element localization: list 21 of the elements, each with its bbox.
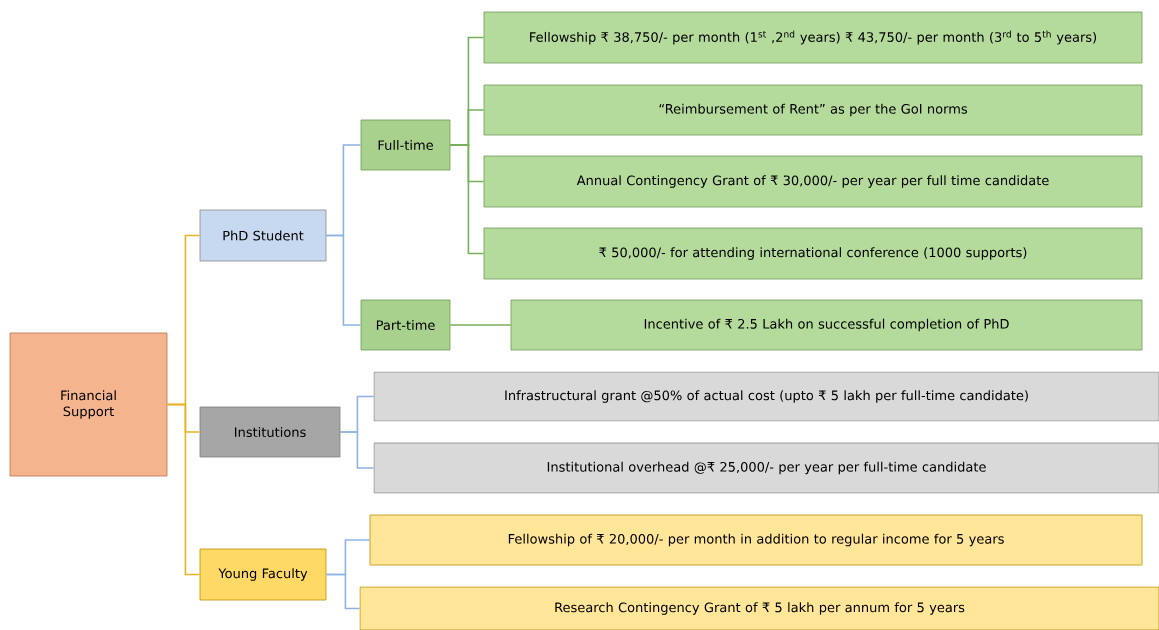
category-box: Part-time [360, 299, 451, 351]
connector-line [325, 573, 361, 610]
support-box: Incentive of ₹ 2.5 Lakh on successful completion of PhD [510, 299, 1143, 351]
support-box: ₹ 50,000/- for attending international conference (1000 supports) [483, 227, 1143, 280]
category-box: Full-time [360, 119, 451, 171]
connector-line [325, 234, 362, 326]
support-box: “Reimbursement of Rent” as per the GoI norms [483, 84, 1143, 136]
connector-line [449, 324, 512, 326]
root-box: Financial Support [9, 332, 168, 477]
category-box: Institutions [199, 406, 341, 458]
connector-line [339, 431, 375, 469]
support-box: Fellowship ₹ 38,750/- per month (1$^{st}$ ,2$^{nd}$ years) ₹ 43,750/- per month (3$^{rd}$ to 5$^{th}$ years) [483, 11, 1143, 64]
connector-line [166, 403, 201, 576]
connector-line [449, 144, 485, 255]
support-box: Institutional overhead @₹ 25,000/- per year per full-time candidate [373, 442, 1159, 494]
support-box: Research Contingency Grant of ₹ 5 lakh per annum for 5 years [359, 586, 1159, 630]
support-box: Infrastructural grant @50% of actual cost (upto ₹ 5 lakh per full-time candidate) [373, 371, 1159, 422]
support-box: Annual Contingency Grant of ₹ 30,000/- per year per full time candidate [483, 155, 1143, 208]
category-box: PhD Student [199, 209, 327, 262]
category-box: Young Faculty [199, 548, 327, 601]
support-box: Fellowship of ₹ 20,000/- per month in addition to regular income for 5 years [369, 514, 1143, 566]
